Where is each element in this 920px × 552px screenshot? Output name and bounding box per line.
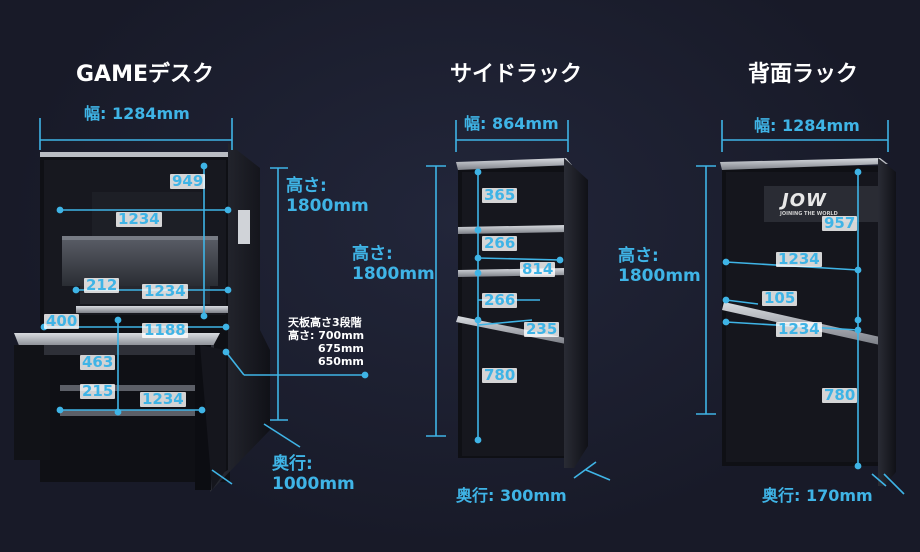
back-rack-dim-1234-top: 1234 (776, 250, 822, 268)
side-rack-title: サイドラック (450, 62, 583, 87)
game-desk-title: GAMEデスク (76, 62, 215, 87)
side-rack-dim-780: 780 (482, 366, 518, 384)
side-rack-dimension-lines (426, 120, 611, 481)
tabletop-height-note: 天板高さ3段階 高さ: 700mm 675mm 650mm (288, 317, 364, 367)
game-desk-dim-212: 212 (84, 276, 120, 294)
back-rack-dim-780: 780 (822, 386, 858, 404)
back-rack-dim-1234-bottom: 1234 (776, 320, 822, 338)
tabletop-note-line1: 天板高さ3段階 (288, 316, 362, 329)
back-rack-dim-105: 105 (762, 289, 798, 307)
game-desk-dim-1234-bottom: 1234 (140, 390, 186, 408)
game-desk-height-label: 高さ: 1800mm (286, 176, 369, 217)
game-desk-dim-1234-mid: 1234 (142, 282, 188, 300)
side-rack-dim-814: 814 (520, 260, 556, 278)
side-rack-depth-label: 奥行: 300mm (456, 486, 567, 505)
back-rack-height-label: 高さ: 1800mm (618, 246, 701, 287)
game-desk-dim-949: 949 (170, 172, 206, 190)
tabletop-note-line3: 675mm (318, 342, 364, 355)
jow-logo-subtitle: JOINING THE WORLD (780, 211, 838, 217)
game-desk-dim-400: 400 (44, 312, 80, 330)
side-rack-dim-365: 365 (482, 186, 518, 204)
tabletop-note-line2: 高さ: 700mm (288, 329, 365, 342)
game-desk-depth-label: 奥行: 1000mm (272, 454, 355, 495)
side-rack-illustration (456, 158, 588, 468)
side-rack-width-label: 幅: 864mm (464, 114, 559, 133)
side-rack-dim-266-b: 266 (482, 291, 518, 309)
tabletop-note-line4: 650mm (318, 355, 364, 368)
jow-logo: JOW (782, 190, 827, 211)
side-rack-dim-266-a: 266 (482, 234, 518, 252)
back-rack-title: 背面ラック (748, 62, 859, 87)
game-desk-dim-215: 215 (80, 382, 116, 400)
game-desk-dim-463: 463 (80, 353, 116, 371)
back-rack-dimension-lines (696, 120, 905, 495)
game-desk-dim-1188: 1188 (142, 321, 188, 339)
back-rack-dim-957: 957 (822, 214, 858, 232)
game-desk-width-label: 幅: 1284mm (84, 104, 190, 123)
back-rack-depth-label: 奥行: 170mm (762, 486, 873, 505)
side-rack-dim-235: 235 (524, 320, 560, 338)
side-rack-height-label: 高さ: 1800mm (352, 244, 435, 285)
back-rack-width-label: 幅: 1284mm (754, 116, 860, 135)
game-desk-dim-1234-top: 1234 (116, 210, 162, 228)
